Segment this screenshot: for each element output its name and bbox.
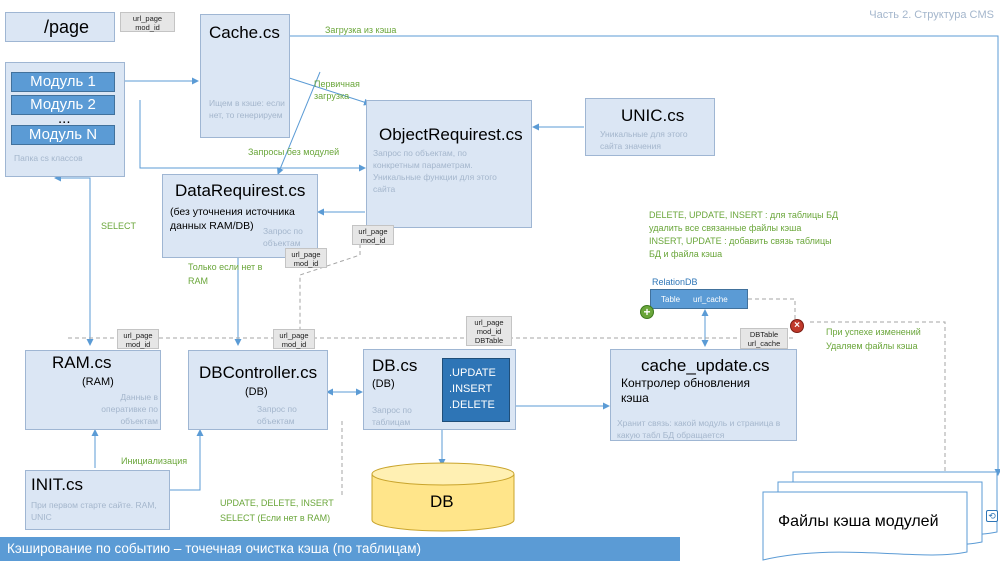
init-node: INIT.cs При первом старте сайте. RAM, UN… — [25, 470, 170, 530]
page-node-title: /page — [44, 17, 90, 37]
dbcontroller-subtitle: (DB) — [245, 386, 268, 398]
note-line-2: удалить все связанные файлы кэша — [649, 223, 802, 233]
cache-node: Cache.cs Ищем в кэше: если нет, то генер… — [200, 14, 290, 138]
tag-line: url_page — [474, 318, 504, 327]
plus-icon: + — [640, 305, 654, 319]
dbcontroller-title: DBController.cs — [199, 363, 318, 382]
cache-title: Cache.cs — [209, 23, 280, 42]
module-item: Модуль 1 — [11, 72, 115, 92]
cache-files-label: Файлы кэша модулей — [778, 513, 939, 530]
db-cylinder-label: DB — [430, 492, 454, 511]
db-methods-panel: .UPDATE .INSERT .DELETE — [442, 358, 510, 422]
objectrequirest-note: Запрос по объектам, по конкретным параме… — [373, 148, 497, 194]
footer-banner: Кэширование по событию – точечная очистк… — [0, 537, 680, 561]
db-method: .INSERT — [449, 383, 493, 395]
db-note: Запрос по таблицам — [372, 405, 412, 427]
label-load-from-cache: Загрузка из кэша — [325, 25, 397, 35]
cache-files-stack — [762, 471, 998, 561]
db-cylinder — [371, 462, 515, 532]
tag-line: url_page — [358, 227, 388, 236]
db-title: DB.cs — [372, 356, 418, 375]
ram-subtitle: (RAM) — [82, 376, 114, 388]
relationdb-title: RelationDB — [652, 277, 698, 287]
module-item: Модуль 2 — [11, 95, 115, 115]
tag-line: url_page — [279, 331, 309, 340]
cacheupdate-node: cache_update.cs Контролер обновления кэш… — [610, 349, 797, 441]
tag-line: mod_id — [125, 340, 151, 349]
page-subtitle: Часть 2. Структура CMS — [869, 9, 994, 21]
modules-caption: Папка cs классов — [14, 153, 83, 163]
tag-line: mod_id — [360, 236, 386, 245]
note-line-4: БД и файла кэша — [649, 249, 723, 259]
refresh-icon: ⟲ — [986, 510, 998, 522]
label-update-delete: UPDATE, DELETE, INSERT — [220, 498, 334, 508]
cacheupdate-title: cache_update.cs — [641, 356, 770, 375]
label-success-change: При успехе изменений — [826, 327, 921, 337]
datarequirest-subtitle: (без уточнения источника данных RAM/DB) — [170, 206, 295, 232]
datarequirest-note: Запрос по объектам — [263, 226, 303, 248]
module-ellipsis: ... — [58, 110, 71, 127]
dbcontroller-note: Запрос по объектам — [257, 404, 297, 426]
relationdb-col-urlcache: url_cache — [693, 295, 728, 304]
tag-line: mod_id — [293, 259, 319, 268]
objectrequirest-title: ObjectRequirest.cs — [379, 125, 523, 144]
module-item: Модуль N — [11, 125, 115, 145]
db-method: .DELETE — [449, 399, 495, 411]
label-only-if-not-ram: Только если нет в RAM — [188, 262, 263, 286]
dbcontroller-node: DBController.cs (DB) Запрос по объектам — [188, 350, 328, 430]
db-method: .UPDATE — [449, 367, 496, 379]
tag-line: url_page — [123, 331, 153, 340]
cacheupdate-subtitle: Контролер обновления кэша — [621, 376, 751, 405]
ram-note: Данные в оперативке по объектам — [101, 392, 158, 426]
init-title: INIT.cs — [31, 475, 83, 494]
tag-line: DBTable — [474, 336, 504, 345]
modules-folder: Модуль 1 Модуль 2 ... Модуль N Папка cs … — [5, 62, 125, 177]
label-init: Инициализация — [121, 456, 188, 466]
label-first-load: Первичная загрузка — [314, 79, 360, 101]
datarequirest-title: DataRequirest.cs — [175, 181, 306, 200]
tag-line: DBTable — [749, 330, 779, 339]
cacheupdate-note: Хранит связь: какой модуль и страница в … — [617, 418, 781, 440]
tag-line: mod_id — [476, 327, 502, 336]
tag-line: mod_id — [281, 340, 307, 349]
ram-node: RAM.cs (RAM) Данные в оперативке по объе… — [25, 350, 161, 430]
db-node: DB.cs (DB) Запрос по таблицам .UPDATE .I… — [363, 349, 516, 430]
delete-icon: × — [790, 319, 804, 333]
init-note: При первом старте сайте. RAM, UNIC — [31, 500, 157, 522]
label-requests-without-modules: Запросы без модулей — [248, 147, 340, 157]
unic-note: Уникальные для этого сайта значения — [600, 129, 688, 151]
unic-node: UNIC.cs Уникальные для этого сайта значе… — [585, 98, 715, 156]
tag-line: url_page — [132, 14, 163, 23]
relationdb-col-table: Table — [661, 295, 681, 304]
page-node: /page — [5, 12, 115, 42]
note-line-3: INSERT, UPDATE : добавить связь таблицы — [649, 236, 832, 246]
label-select: SELECT — [101, 221, 137, 231]
tag-line: url_page — [291, 250, 321, 259]
datarequirest-node: DataRequirest.cs (без уточнения источник… — [162, 174, 318, 258]
db-subtitle: (DB) — [372, 378, 395, 390]
cache-note: Ищем в кэше: если нет, то генерируем — [209, 98, 285, 120]
note-line-1: DELETE, UPDATE, INSERT : для таблицы БД — [649, 210, 839, 220]
ram-title: RAM.cs — [52, 353, 112, 372]
unic-title: UNIC.cs — [621, 106, 685, 125]
tag-line: url_cache — [747, 339, 781, 348]
relationdb-table: Table url_cache — [650, 289, 748, 309]
label-select-if-not-ram: SELECT (Если нет в RAM) — [220, 513, 331, 523]
tag-line: mod_id — [135, 23, 160, 32]
label-delete-cache-files: Удаляем файлы кэша — [826, 341, 918, 351]
objectrequirest-node: ObjectRequirest.cs Запрос по объектам, п… — [366, 100, 532, 228]
